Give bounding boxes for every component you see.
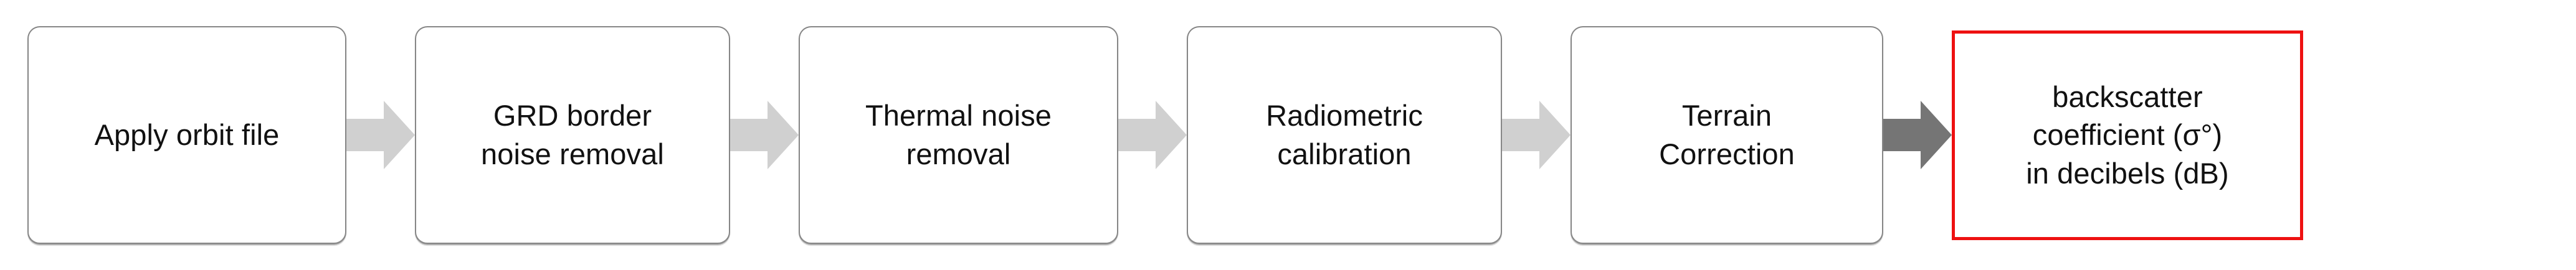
flow-node-label: backscatter coefficient (σ°) in decibels… [2026, 80, 2229, 190]
flow-node-label: Apply orbit file [94, 118, 280, 151]
flow-node-label: Thermal noise removal [865, 99, 1052, 170]
right-arrow-icon-5 [1883, 98, 1952, 172]
flow-node-label: Radiometric calibration [1266, 99, 1423, 170]
right-arrow-icon-1 [346, 98, 415, 172]
right-arrow-icon-2 [730, 98, 799, 172]
flow-node-label: Terrain Correction [1659, 99, 1795, 170]
flow-node-backscatter-coefficient-db[interactable]: backscatter coefficient (σ°) in decibels… [1952, 30, 2303, 240]
right-arrow-icon-3 [1118, 98, 1187, 172]
right-arrow-icon-4 [1502, 98, 1571, 172]
flow-node-thermal-noise-removal[interactable]: Thermal noise removal [799, 26, 1118, 244]
flow-node-radiometric-calibration[interactable]: Radiometric calibration [1187, 26, 1502, 244]
flow-node-grd-border-noise-removal[interactable]: GRD border noise removal [415, 26, 730, 244]
flow-node-terrain-correction[interactable]: Terrain Correction [1571, 26, 1883, 244]
flow-node-label: GRD border noise removal [481, 99, 664, 170]
flow-node-apply-orbit-file[interactable]: Apply orbit file [27, 26, 346, 244]
